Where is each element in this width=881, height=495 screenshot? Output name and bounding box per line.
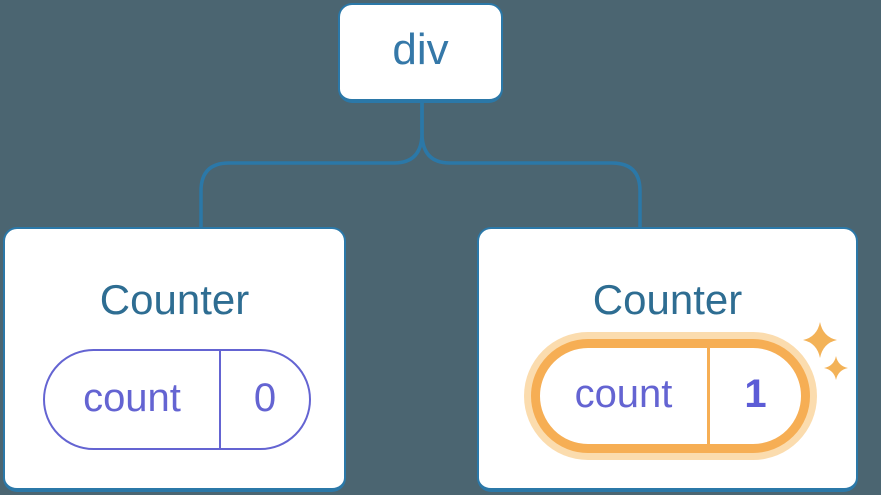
connector-right-branch bbox=[420, 103, 642, 227]
state-value-segment: 0 bbox=[221, 351, 309, 448]
div-node-label: div bbox=[392, 25, 449, 74]
sparkles-icon bbox=[803, 322, 848, 380]
state-value-label: 0 bbox=[253, 375, 277, 420]
state-key-segment: count bbox=[540, 348, 710, 444]
state-value-label: 1 bbox=[744, 372, 767, 416]
counter-title-left: Counter bbox=[99, 276, 250, 323]
tree-node-div: div bbox=[338, 3, 503, 103]
connector-left-branch bbox=[199, 103, 424, 227]
counter-title-right: Counter bbox=[592, 276, 743, 323]
state-pill-left: count 0 bbox=[43, 349, 311, 450]
state-value-segment: 1 bbox=[710, 348, 801, 444]
state-key-label: count bbox=[83, 375, 181, 420]
counter-card-left: Counter count 0 bbox=[3, 227, 346, 492]
counter-card-right: Counter count 1 bbox=[477, 227, 858, 492]
state-key-label: count bbox=[574, 372, 673, 416]
state-pill-right-highlighted: count 1 bbox=[531, 339, 810, 453]
state-key-segment: count bbox=[45, 351, 221, 448]
